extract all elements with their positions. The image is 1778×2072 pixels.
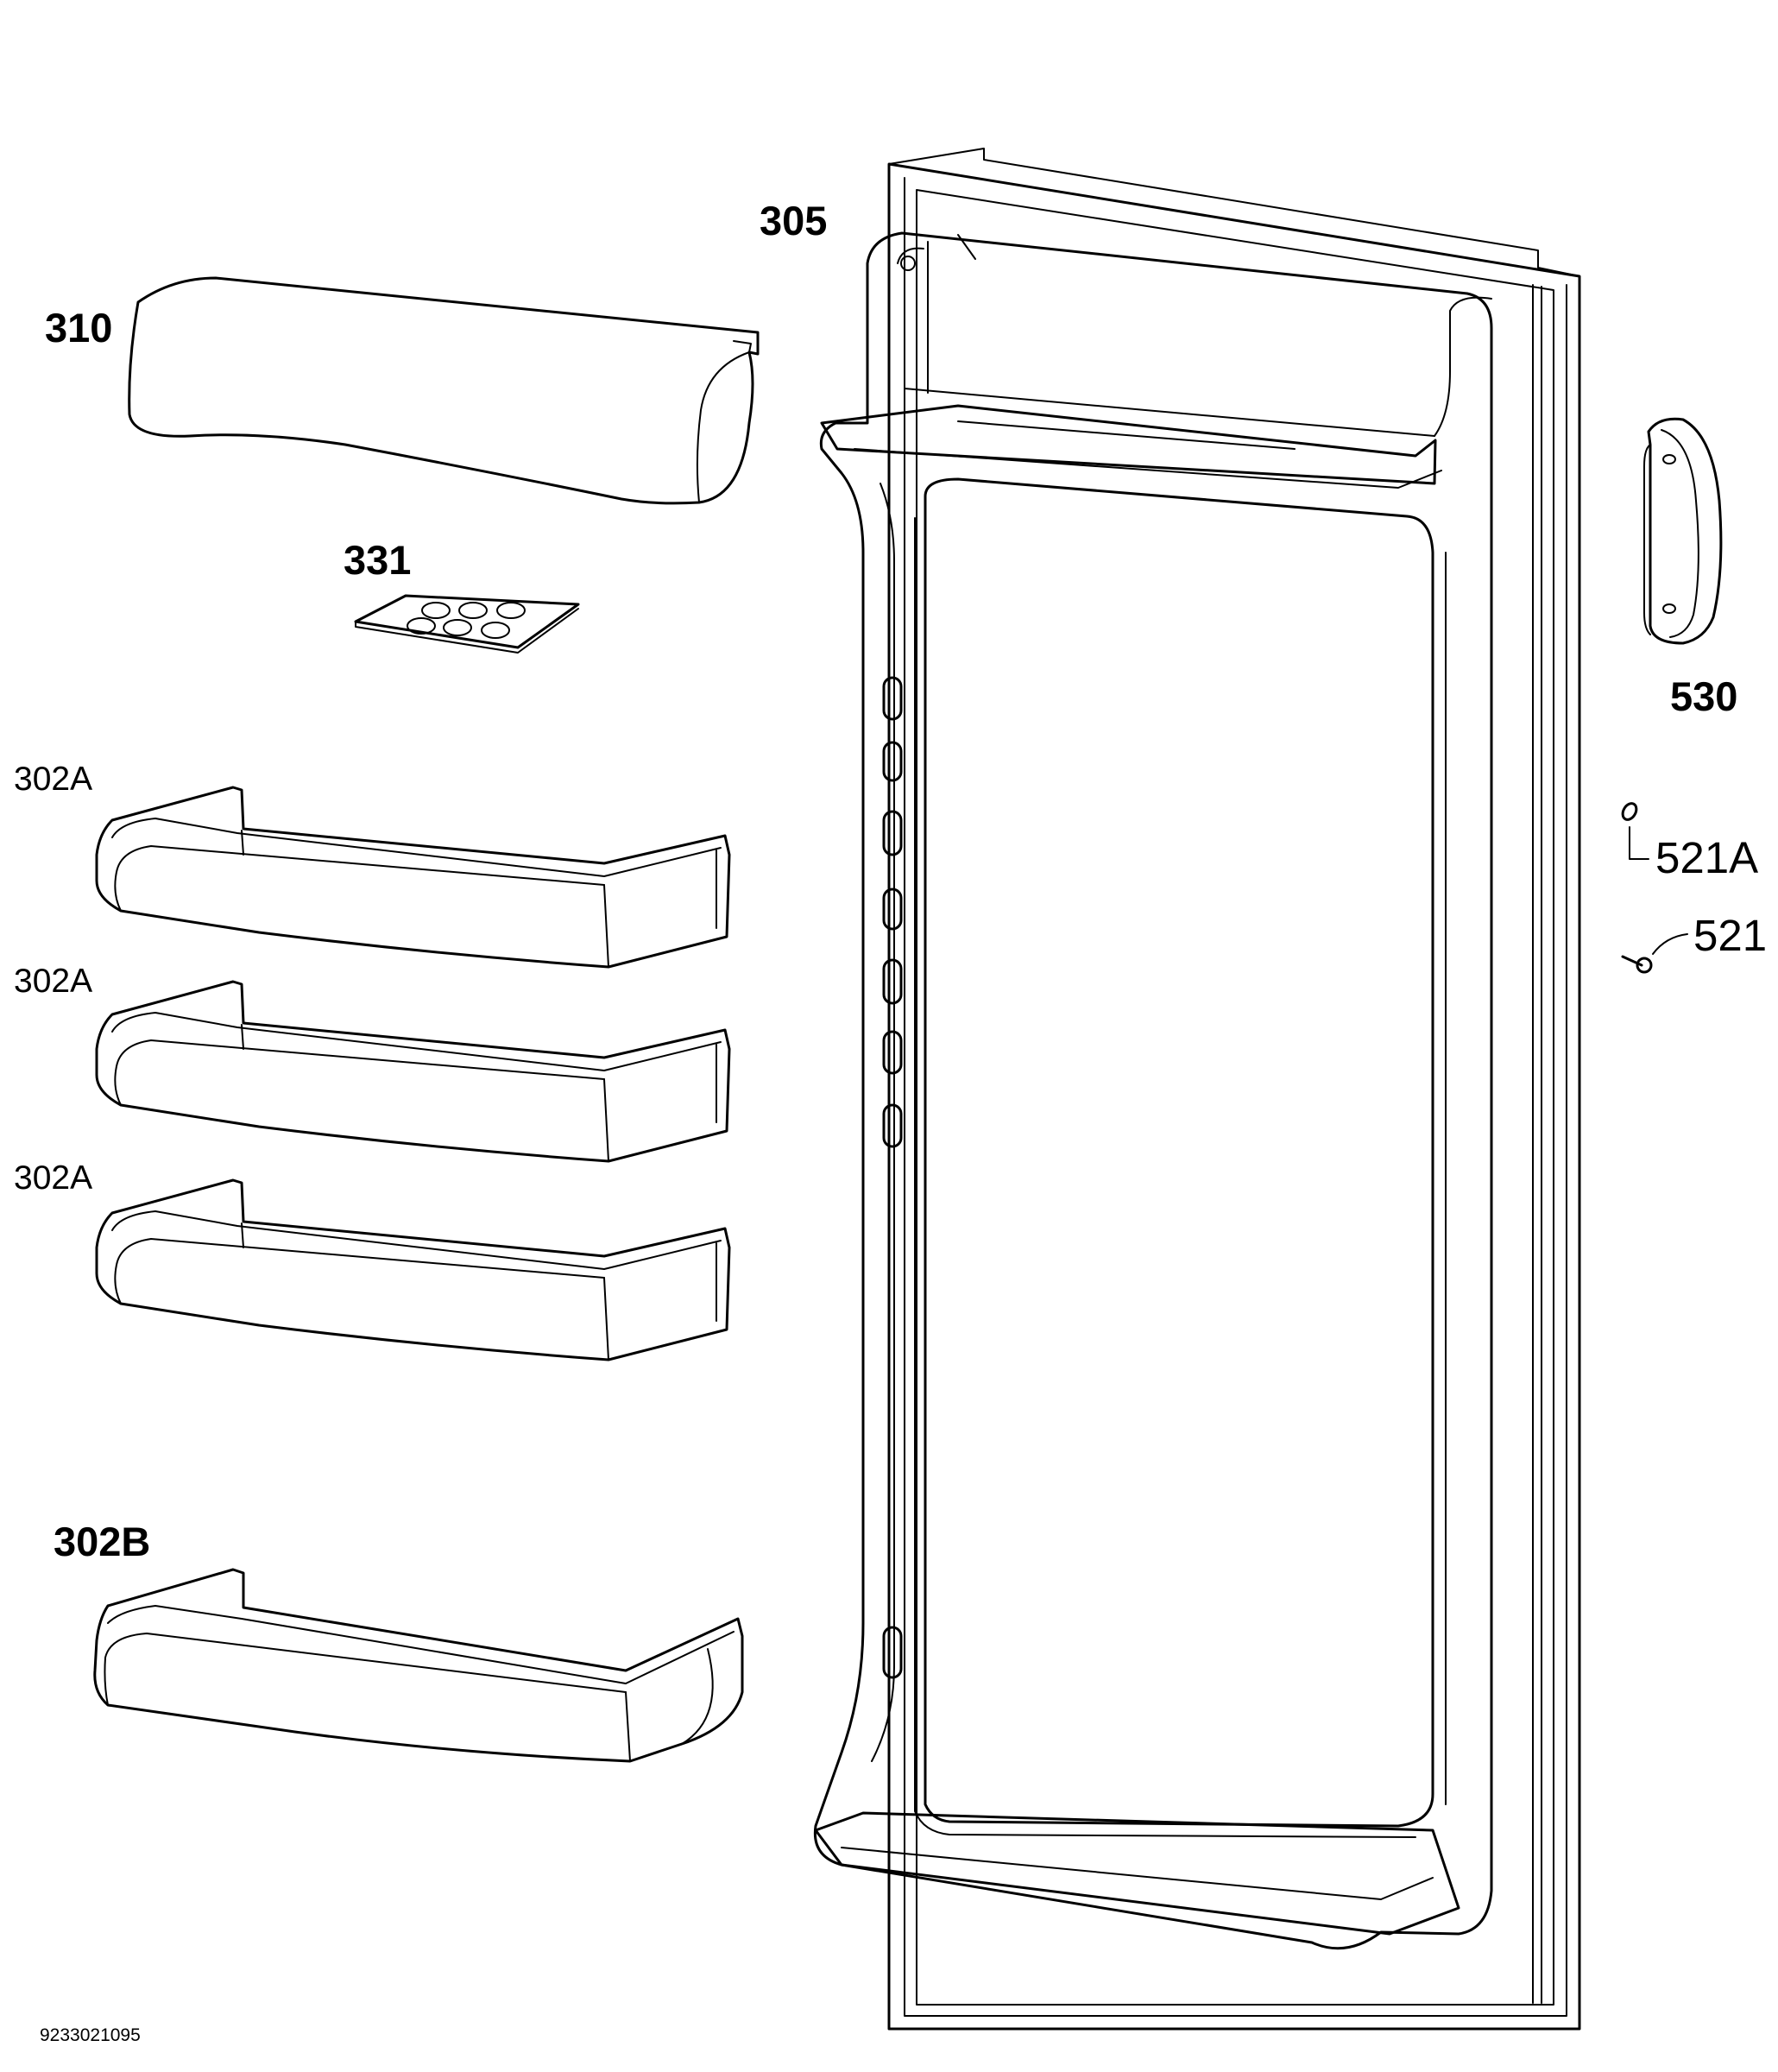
label-302a-3: 302A [14, 1159, 93, 1197]
shelf-302a-3 [95, 1178, 731, 1361]
shelf-302a-1 [95, 786, 731, 969]
part-521a [1621, 802, 1649, 860]
label-305: 305 [760, 198, 828, 243]
label-302a-2: 302A [14, 963, 93, 1000]
cover-310 [128, 276, 760, 505]
part-521 [1621, 933, 1688, 974]
label-302a-1: 302A [14, 761, 93, 798]
label-331: 331 [344, 537, 412, 583]
label-302b: 302B [54, 1519, 151, 1564]
handle-530 [1643, 417, 1723, 645]
label-530: 530 [1670, 673, 1738, 719]
egg-tray-331 [354, 594, 580, 654]
shelf-302b [93, 1568, 744, 1763]
shelf-302a-2 [95, 980, 731, 1163]
label-521a: 521A [1655, 833, 1759, 882]
footer-code: 9233021095 [40, 2025, 141, 2045]
door-assembly [813, 148, 1581, 2031]
label-521: 521 [1693, 911, 1768, 960]
shelf-slots [882, 676, 903, 1679]
label-310: 310 [45, 305, 113, 351]
